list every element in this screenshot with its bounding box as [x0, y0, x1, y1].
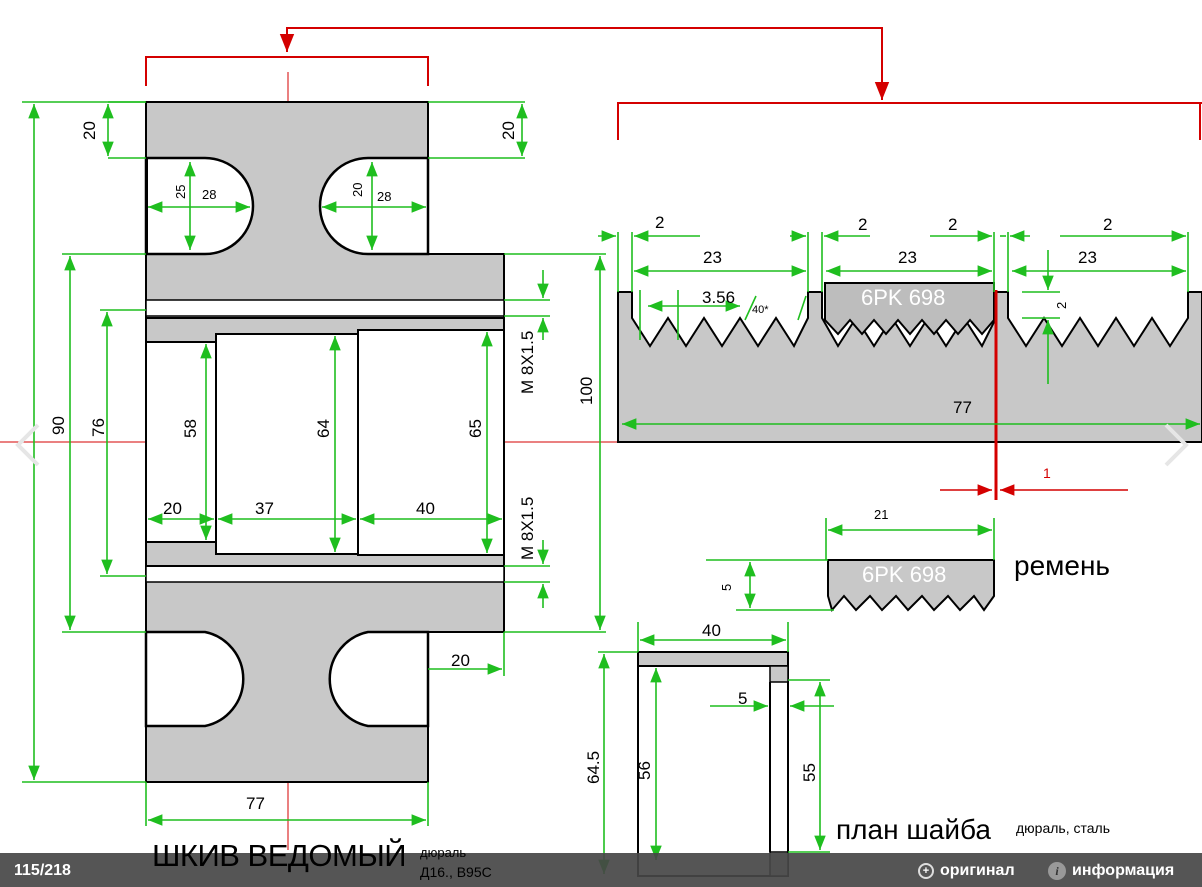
dim-washer-width: 40: [702, 621, 721, 640]
dim-bore-span: 76: [89, 418, 108, 437]
viewer-bar: 115/218 + оригинал i информация: [0, 853, 1202, 887]
info-button[interactable]: i информация: [1048, 859, 1174, 883]
pulley-material-line2: Д16., В95С: [420, 864, 492, 880]
info-icon: i: [1048, 862, 1066, 880]
groove-profile: 6PK 698: [617, 282, 1202, 500]
dim-washer-right-height: 55: [800, 763, 819, 782]
dim-washer-inner-height: 56: [635, 761, 654, 780]
dim-slot-height: 25: [173, 185, 188, 199]
dim-bore1: 58: [181, 419, 200, 438]
washer-material: дюраль, сталь: [1016, 820, 1110, 836]
belt-title: ремень: [1014, 550, 1111, 581]
dim-tooth-pitch: 3.56: [702, 288, 735, 307]
dim-washer-step: 5: [738, 689, 747, 708]
info-label: информация: [1072, 862, 1175, 879]
profile-dimensions: [598, 230, 1200, 430]
dim-top-flange: 20: [80, 121, 99, 140]
dim-seg1: 20: [163, 499, 182, 518]
dim-total-width: 77: [953, 398, 972, 417]
original-label: оригинал: [940, 862, 1015, 879]
dim-width-left: 23: [703, 248, 722, 267]
pulley-material-line1: дюраль: [420, 845, 467, 860]
dim-top-flange-right: 20: [499, 121, 518, 140]
dim-slot-width: 28: [202, 187, 216, 202]
original-button[interactable]: + оригинал: [918, 859, 1015, 883]
pulley-title: ШКИВ ВЕДОМЫЙ: [152, 838, 407, 873]
dim-belt-thickness: 5: [719, 584, 734, 591]
dim-hub-height: 100: [577, 377, 596, 405]
dim-overall-height: 90: [49, 416, 68, 435]
prev-arrow-icon[interactable]: [8, 420, 48, 470]
dim-seg3: 40: [416, 499, 435, 518]
dim-width-mid: 23: [898, 248, 917, 267]
washer-title: план шайба: [836, 814, 991, 845]
belt-section: 6PK 698: [827, 559, 995, 613]
dim-pitch-mid2: 2: [948, 215, 957, 234]
washer-dimensions: [598, 622, 834, 874]
next-arrow-icon[interactable]: [1156, 420, 1196, 470]
dim-bore3: 65: [466, 419, 485, 438]
dim-pitch-mid1: 2: [858, 215, 867, 234]
dim-pitch-left: 2: [655, 213, 664, 232]
pulley-section: [144, 101, 505, 783]
dim-overall-width: 77: [246, 794, 265, 813]
profile-dim-labels: 2 23 2 2 23 2 23 3.56 40* 2 77 1: [655, 213, 1112, 481]
belt-dimensions: [706, 518, 995, 611]
reference-leader: [145, 27, 1202, 140]
dim-thread-top: M 8X1.5: [518, 331, 537, 394]
dim-groove-depth: 2: [1054, 302, 1069, 309]
pulley-dimensions: [22, 101, 606, 826]
washer-section: [637, 651, 789, 877]
pulley-dim-labels: 20 20 25 28 20 28 90 76 100 58 64 65 20 …: [49, 121, 596, 813]
dim-tooth-angle: 40*: [752, 304, 769, 316]
belt-code-label: 6PK 698: [862, 562, 946, 587]
image-counter: 115/218: [14, 862, 71, 879]
dim-pitch-right: 2: [1103, 215, 1112, 234]
washer-dim-labels: 40 64.5 56 5 55: [584, 621, 819, 784]
dim-bore2: 64: [314, 419, 333, 438]
belt-dim-labels: 21 5: [719, 507, 888, 591]
belt-in-groove-label: 6PK 698: [861, 285, 945, 310]
dim-hub-step: 20: [451, 651, 470, 670]
dim-slot-width-right: 28: [377, 189, 391, 204]
zoom-icon: +: [918, 863, 934, 879]
dim-gap: 1: [1043, 465, 1051, 481]
dim-belt-width: 21: [874, 507, 888, 522]
dim-width-right: 23: [1078, 248, 1097, 267]
dim-washer-height: 64.5: [584, 751, 603, 784]
dim-seg2: 37: [255, 499, 274, 518]
dim-slot-height-right: 20: [350, 183, 365, 197]
dim-thread-bottom: M 8X1.5: [518, 497, 537, 560]
